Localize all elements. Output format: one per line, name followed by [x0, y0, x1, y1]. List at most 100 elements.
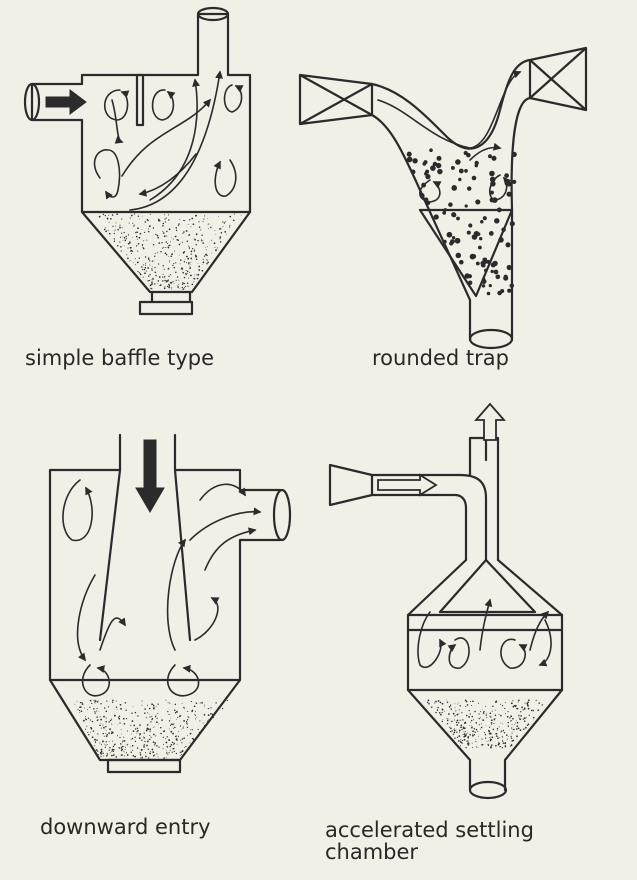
- dust-speck: [152, 741, 155, 743]
- dust-speck: [97, 710, 99, 712]
- dust-speck: [177, 716, 179, 718]
- dust-speck: [482, 277, 486, 281]
- dust-speck: [456, 724, 459, 726]
- dust-speck: [455, 159, 461, 165]
- dust-speck: [174, 709, 176, 711]
- dust-speck: [210, 713, 211, 715]
- dust-speck: [437, 706, 439, 709]
- dust-speck: [486, 740, 488, 742]
- dust-speck: [149, 214, 151, 215]
- dust-speck: [195, 710, 196, 712]
- dust-speck: [453, 729, 456, 732]
- dust-speck: [130, 751, 132, 754]
- dust-speck: [214, 230, 216, 231]
- dust-speck: [465, 705, 467, 707]
- dust-speck: [154, 271, 157, 274]
- dust-speck: [459, 731, 460, 733]
- dust-speck: [136, 747, 139, 749]
- dust-speck: [147, 739, 149, 741]
- dust-speck: [460, 726, 462, 729]
- dust-speck: [488, 231, 494, 236]
- dust-speck: [504, 745, 507, 747]
- dust-speck: [168, 283, 170, 286]
- dust-speck: [160, 220, 161, 222]
- dust-speck: [108, 732, 110, 734]
- dust-speck: [524, 728, 525, 730]
- dust-speck: [468, 223, 473, 228]
- dust-speck: [143, 746, 145, 748]
- dust-speck: [79, 701, 82, 704]
- dust-speck: [186, 282, 189, 284]
- dust-speck: [189, 267, 191, 270]
- dust-speck: [151, 281, 153, 283]
- dust-speck: [521, 706, 523, 709]
- dust-speck: [188, 247, 191, 249]
- collected-dust: [98, 213, 242, 290]
- dust-speck: [143, 737, 145, 739]
- dust-speck: [514, 723, 515, 725]
- dust-speck: [509, 283, 515, 288]
- dust-speck: [167, 214, 170, 216]
- accel-inlet-arrow: [377, 473, 438, 497]
- dust-speck: [158, 276, 161, 278]
- dust-speck: [477, 746, 479, 748]
- dust-speck: [131, 253, 132, 254]
- dust-speck: [229, 225, 231, 227]
- dust-speck: [134, 711, 137, 714]
- dust-speck: [472, 700, 474, 703]
- dust-speck: [154, 266, 156, 269]
- dust-speck: [165, 246, 167, 249]
- dust-speck: [221, 707, 224, 710]
- dust-speck: [537, 709, 540, 712]
- dust-speck: [456, 731, 458, 733]
- dust-speck: [182, 219, 185, 222]
- dust-speck: [117, 724, 119, 726]
- dust-speck: [96, 700, 99, 703]
- dust-speck: [145, 270, 147, 272]
- dust-speck: [434, 702, 436, 704]
- dust-speck: [168, 228, 171, 231]
- dust-speck: [120, 743, 122, 745]
- dust-speck: [109, 752, 111, 754]
- dust-speck: [165, 741, 168, 744]
- dust-speck: [463, 735, 466, 738]
- dust-speck: [120, 246, 122, 248]
- dust-speck: [412, 158, 418, 164]
- dust-speck: [541, 704, 543, 706]
- dust-speck: [485, 725, 487, 727]
- dust-speck: [187, 223, 189, 225]
- dust-speck: [465, 714, 468, 717]
- dust-speck: [465, 700, 468, 703]
- dust-speck: [433, 214, 439, 220]
- dust-speck: [144, 708, 146, 710]
- dust-speck: [162, 748, 164, 750]
- dust-speck: [426, 701, 429, 704]
- dust-speck: [144, 740, 146, 743]
- flow-arrow: [377, 70, 522, 149]
- dust-speck: [166, 746, 169, 748]
- dust-speck: [489, 176, 496, 183]
- dust-speck: [110, 217, 112, 220]
- dust-speck: [80, 710, 83, 713]
- dust-speck: [112, 754, 115, 756]
- dust-speck: [96, 710, 97, 712]
- dust-speck: [240, 214, 242, 216]
- dust-speck: [159, 726, 162, 729]
- dust-speck: [186, 270, 189, 273]
- dust-speck: [167, 279, 169, 281]
- dust-speck: [190, 729, 191, 731]
- dust-speck: [213, 242, 216, 245]
- dust-speck: [147, 230, 150, 233]
- dust-speck: [105, 754, 108, 757]
- dust-speck: [93, 708, 95, 710]
- dust-speck: [176, 711, 178, 713]
- dust-speck: [156, 753, 158, 755]
- dust-speck: [193, 237, 195, 239]
- dust-speck: [129, 240, 131, 242]
- dust-speck: [165, 699, 167, 701]
- dust-speck: [202, 220, 204, 222]
- dust-speck: [502, 740, 504, 742]
- dust-speck: [455, 710, 457, 712]
- dust-speck: [197, 240, 199, 242]
- dust-speck: [169, 702, 170, 704]
